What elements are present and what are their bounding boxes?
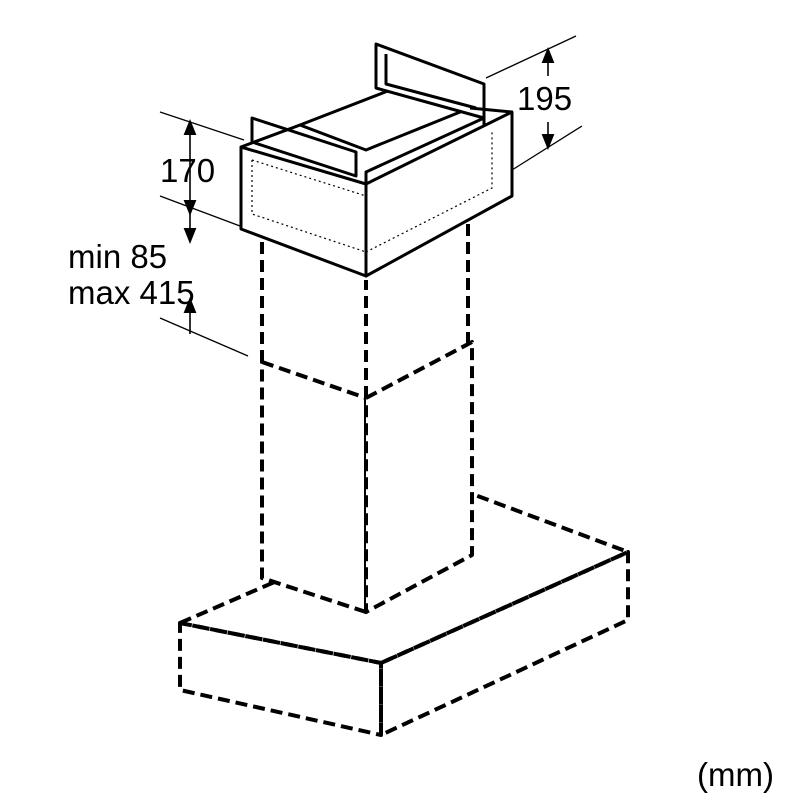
box-rim-left (240, 123, 301, 149)
dimension-arrows (183, 47, 555, 334)
dim-top-depth-label: 195 (517, 80, 573, 117)
box-side-face (364, 110, 514, 278)
rear-flange-inner (384, 54, 477, 110)
chimney-side-face (364, 340, 474, 614)
canopy-side-face (379, 550, 630, 737)
dim-gap-max-label: max 415 (68, 274, 195, 311)
box-rim-right (469, 106, 513, 114)
chimney-outline (260, 218, 474, 614)
box-hidden-lines (251, 130, 493, 253)
dim-gap-min-label: min 85 (68, 238, 168, 275)
extension-box (239, 42, 514, 278)
dim-top-height-label: 170 (160, 152, 216, 189)
canopy-outline (178, 493, 630, 737)
unit-label: (mm) (697, 756, 774, 793)
canopy-front-face (178, 621, 383, 737)
chimney-front-face (260, 360, 368, 614)
